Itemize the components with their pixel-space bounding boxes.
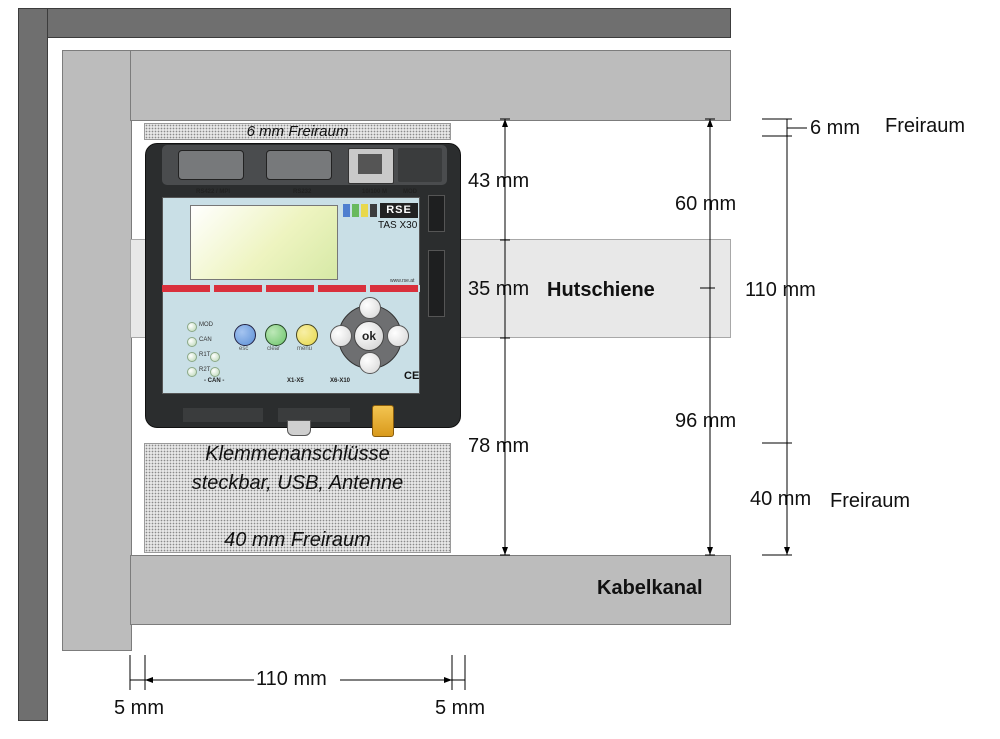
dim-78-label: 78 mm [468,435,530,457]
port-label-rs422: RS422 / MPI [196,189,231,195]
led-can [187,337,197,347]
bottom-clearance-value: 40 mm [750,488,812,510]
arrow-710-bottom [707,547,713,555]
esc-button-label: esc [239,346,249,352]
arrow-787-bottom [784,547,790,555]
color-bar-dark [370,204,377,217]
bottom-clearance-zone [144,443,451,553]
dim-96-label: 96 mm [675,410,737,432]
color-bar-green [352,204,359,217]
color-bar-blue [343,204,350,217]
model-label: TAS X30 [378,220,418,231]
menu-button[interactable] [296,324,318,346]
top-clearance-value: 6 mm [810,117,860,139]
brand-badge: RSE [380,203,418,218]
side-tab-lower [428,250,445,317]
ethernet-jack-icon [358,154,382,174]
arrow-width-left [145,677,153,683]
dim-110-height-label: 110 mm [745,279,816,301]
arrow-width-right [444,677,452,683]
website-label: www.rse.at [390,278,415,284]
menu-button-label: menu [297,346,313,352]
usb-connector-icon [287,420,311,436]
dpad-right-button[interactable] [387,325,409,347]
ce-mark: CE [404,370,420,382]
red-accent-band [162,285,420,292]
top-clearance-word: Freiraum [885,115,966,137]
dim-5-left-label: 5 mm [114,697,164,719]
led-label-r2t: R2T [199,367,211,373]
klemmen-line-1: Klemmenanschlüsse [205,443,390,465]
top-clearance-zone [144,123,451,140]
rs232-port-icon [266,150,332,180]
led-label-mod: MOD [199,322,213,328]
clear-button-label: clear [267,346,281,352]
dim-43-label: 43 mm [468,170,530,192]
klemmen-line-2: steckbar, USB, Antenne [191,472,404,494]
side-tab-upper [428,195,445,232]
wall-left-post [18,8,48,721]
cabinet-side-panel [62,50,132,651]
color-bar-yellow [361,204,368,217]
port-label-ethernet: 10/100 M [362,189,388,195]
led-r2t [187,367,197,377]
can-section-label: - CAN - [204,378,225,384]
dim-5-right-label: 5 mm [435,697,485,719]
cabinet-top-duct [130,50,731,121]
top-clearance-zone-label: 6 mm Freiraum [246,123,349,140]
cabinet-bottom-duct [130,555,731,625]
bottom-clearance-zone-label: 40 mm Freiraum [224,529,371,551]
dpad-down-button[interactable] [359,352,381,374]
led-r1t [187,352,197,362]
dim-60-label: 60 mm [675,193,737,215]
dpad-up-button[interactable] [359,297,381,319]
led-label-can: CAN [199,337,212,343]
mod-port-icon [398,148,442,182]
kabelkanal-label: Kabelkanal [597,577,703,599]
port-label-rs232: RS232 [293,189,312,195]
bottom-clearance-word: Freiraum [830,490,911,512]
device-display [190,205,338,280]
dpad-left-button[interactable] [330,325,352,347]
dim-35-label: 35 mm [468,278,530,300]
led-mod [187,322,197,332]
led-r2t-b [210,367,220,377]
dim-110-width-label: 110 mm [256,668,327,690]
hutschiene-label: Hutschiene [547,279,655,301]
clear-button[interactable] [265,324,287,346]
ok-button[interactable]: ok [354,321,384,351]
port-label-mod: MOD [403,189,417,195]
esc-button[interactable] [234,324,256,346]
led-label-r1t: R1T [199,352,211,358]
terminal-label-right: X6-X10 [330,378,351,384]
rs422-port-icon [178,150,244,180]
antenna-connector-icon [372,405,394,437]
arrow-505-bottom [502,547,508,555]
led-r1t-b [210,352,220,362]
wall-top-beam [18,8,731,38]
terminal-block-left [183,408,263,422]
terminal-block-right [278,408,350,422]
terminal-label-left: X1-X5 [287,378,304,384]
